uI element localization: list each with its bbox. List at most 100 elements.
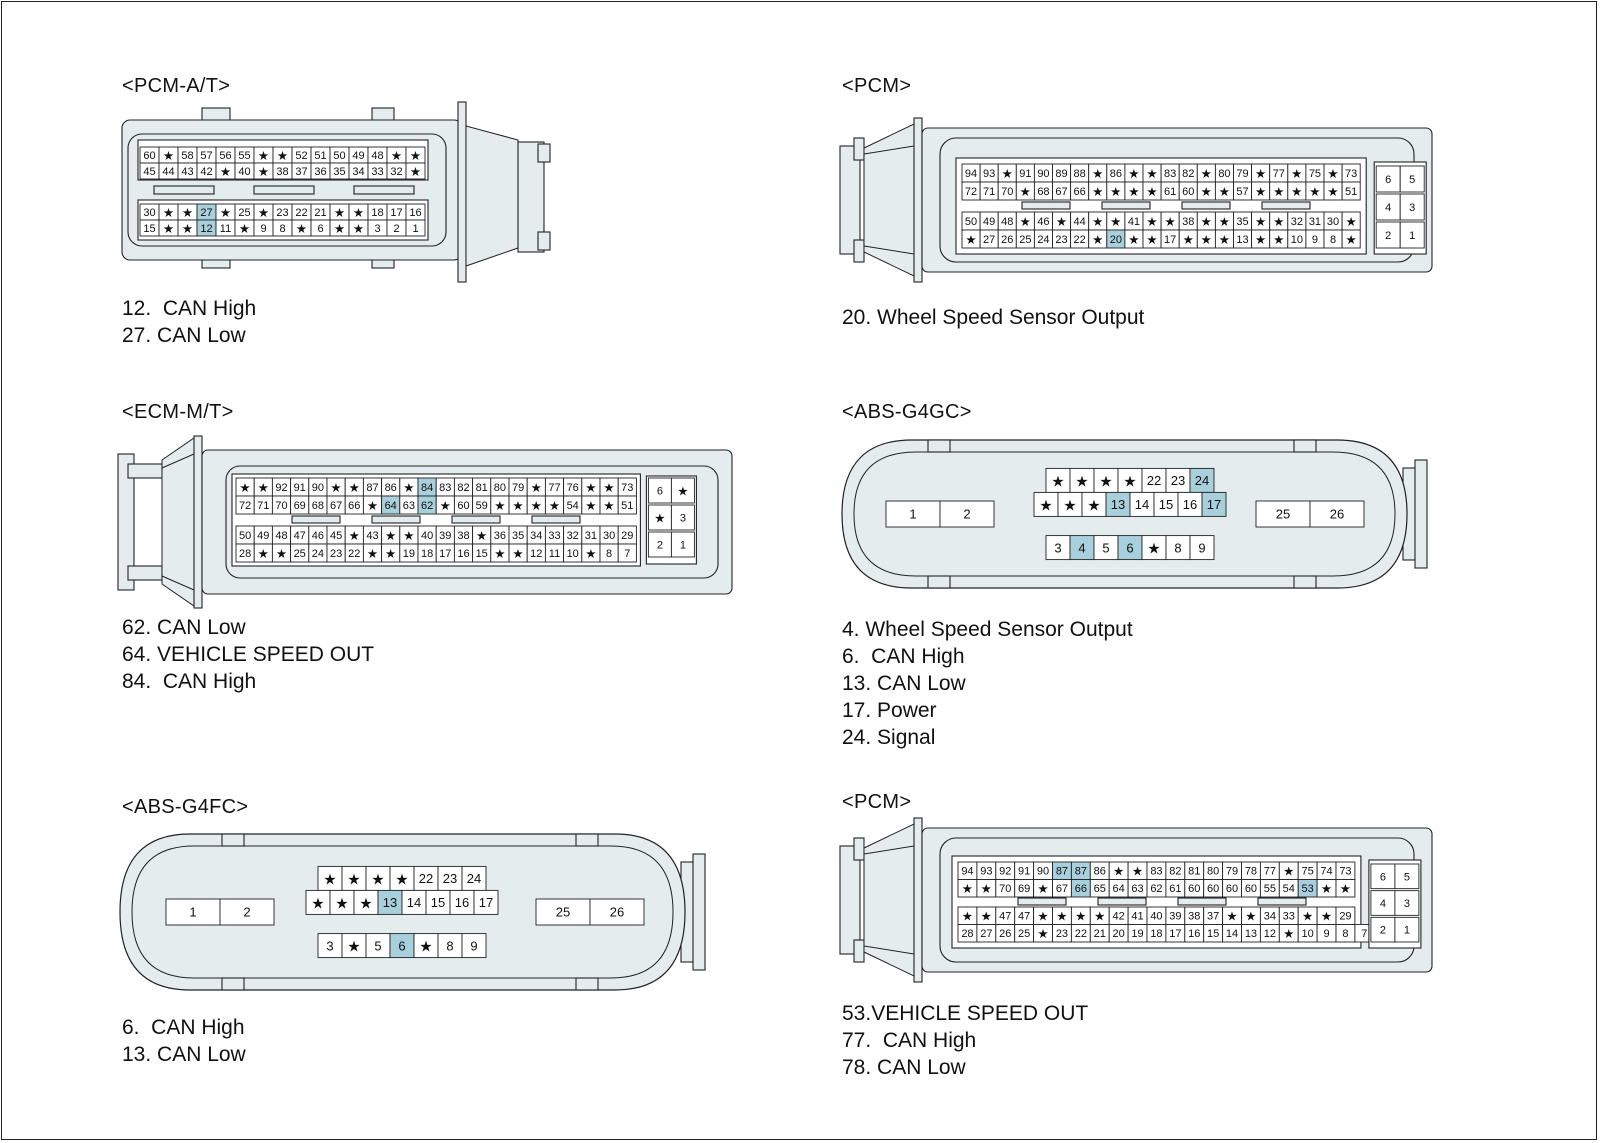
pin-label: ★	[1321, 882, 1332, 896]
legend-line: 4. Wheel Speed Sensor Output	[842, 618, 1133, 641]
key-slot	[1261, 201, 1311, 210]
pin-label: 18	[371, 207, 383, 219]
pin-label: 43	[181, 166, 193, 178]
pin-label: ★	[258, 149, 269, 163]
pin-label: 47	[999, 911, 1011, 923]
pin-label: 65	[1094, 883, 1106, 895]
pin-label: ★	[258, 206, 269, 220]
pin-label: 26	[610, 905, 624, 920]
pin-label: 26	[999, 928, 1011, 940]
pin-label: 77	[1273, 168, 1285, 180]
pin-label: 70	[275, 500, 287, 512]
pin-cell	[670, 477, 695, 504]
key-slot	[451, 515, 501, 524]
plug-tab	[127, 565, 163, 581]
pin-label: 46	[312, 530, 324, 542]
pin-label: 12	[200, 223, 212, 235]
legend-line: 6. CAN High	[842, 645, 965, 668]
key-slot	[1181, 201, 1231, 210]
pin-label: ★	[1183, 233, 1194, 247]
pin-label: 4	[1380, 898, 1386, 910]
pin-label: 1	[189, 905, 196, 920]
pin-label: 77	[1264, 866, 1276, 878]
pin-label: ★	[1201, 215, 1212, 229]
pin-label: 51	[314, 150, 326, 162]
pin-cell	[425, 889, 451, 915]
legend-abs-g4gc: 4. Wheel Speed Sensor Output 6. CAN High…	[842, 616, 1133, 751]
pin-label: 21	[1094, 928, 1106, 940]
pin-label: 57	[200, 150, 212, 162]
pin-label: 9	[1323, 928, 1329, 940]
rear-tab	[1414, 459, 1428, 569]
pin-label: 47	[294, 530, 306, 542]
pin-cell	[389, 933, 415, 959]
pin-label: 41	[1131, 911, 1143, 923]
pin-label: 23	[1171, 473, 1185, 488]
pin-label: ★	[385, 529, 396, 543]
pin-label: ★	[1273, 185, 1284, 199]
pin-label: 68	[312, 500, 324, 512]
pin-label: ★	[367, 547, 378, 561]
pin-label: 8	[1330, 234, 1336, 246]
pin-cell	[305, 889, 331, 915]
pin-label: ★	[585, 499, 596, 513]
pin-cell	[1093, 467, 1119, 493]
pin-label: 5	[1102, 540, 1109, 555]
pin-cell	[449, 889, 475, 915]
pin-label: 83	[439, 482, 451, 494]
pin-label: 79	[1236, 168, 1248, 180]
pin-cell	[1370, 890, 1396, 916]
pin-cell	[1394, 890, 1420, 916]
pin-label: 66	[348, 500, 360, 512]
legend-line: 24. Signal	[842, 726, 936, 749]
pin-label: ★	[1245, 910, 1256, 924]
pin-label: ★	[311, 895, 324, 912]
pin-label: ★	[1092, 185, 1103, 199]
pin-cell	[1394, 863, 1420, 890]
pin-label: ★	[585, 547, 596, 561]
title-abs-g4fc: <ABS-G4FC>	[122, 796, 249, 818]
legend-line: 78. CAN Low	[842, 1056, 966, 1079]
pin-label: 40	[238, 166, 250, 178]
pin-label: ★	[1110, 185, 1121, 199]
pin-label: 49	[352, 150, 364, 162]
pin-label: ★	[258, 481, 269, 495]
pin-label: ★	[1128, 167, 1139, 181]
pin-label: 86	[1094, 866, 1106, 878]
pin-label: 31	[585, 530, 597, 542]
pin-label: ★	[258, 547, 269, 561]
pin-cell	[939, 500, 995, 528]
pin-label: ★	[1327, 185, 1338, 199]
pin-label: ★	[1273, 233, 1284, 247]
pin-label: ★	[962, 882, 973, 896]
pin-label: 81	[476, 482, 488, 494]
title-pcm-1: <PCM>	[842, 75, 912, 97]
key-slot	[531, 515, 581, 524]
pin-label: ★	[1219, 185, 1230, 199]
pin-label: 66	[1075, 883, 1087, 895]
key-slot	[1101, 201, 1151, 210]
pin-label: ★	[410, 165, 421, 179]
pin-label: 33	[371, 166, 383, 178]
pin-label: ★	[1164, 215, 1175, 229]
pin-label: 44	[162, 166, 174, 178]
pin-label: 62	[1150, 883, 1162, 895]
pin-label: 94	[961, 866, 973, 878]
pin-cell	[617, 543, 637, 563]
pin-label: 41	[1128, 216, 1140, 228]
pin-label: 23	[1055, 234, 1067, 246]
pin-label: 10	[1291, 234, 1303, 246]
pin-cell	[670, 504, 695, 531]
pin-label: 13	[1245, 928, 1257, 940]
pin-label: 68	[1037, 186, 1049, 198]
pin-label: ★	[395, 871, 408, 888]
legend-line: 53.VEHICLE SPEED OUT	[842, 1002, 1089, 1025]
pin-label: 21	[314, 207, 326, 219]
pin-label: 90	[312, 482, 324, 494]
pin-label: 61	[1164, 186, 1176, 198]
pin-label: 3	[1404, 898, 1410, 910]
pin-label: 34	[352, 166, 364, 178]
pin-cell	[437, 933, 463, 959]
pin-label: 40	[421, 530, 433, 542]
